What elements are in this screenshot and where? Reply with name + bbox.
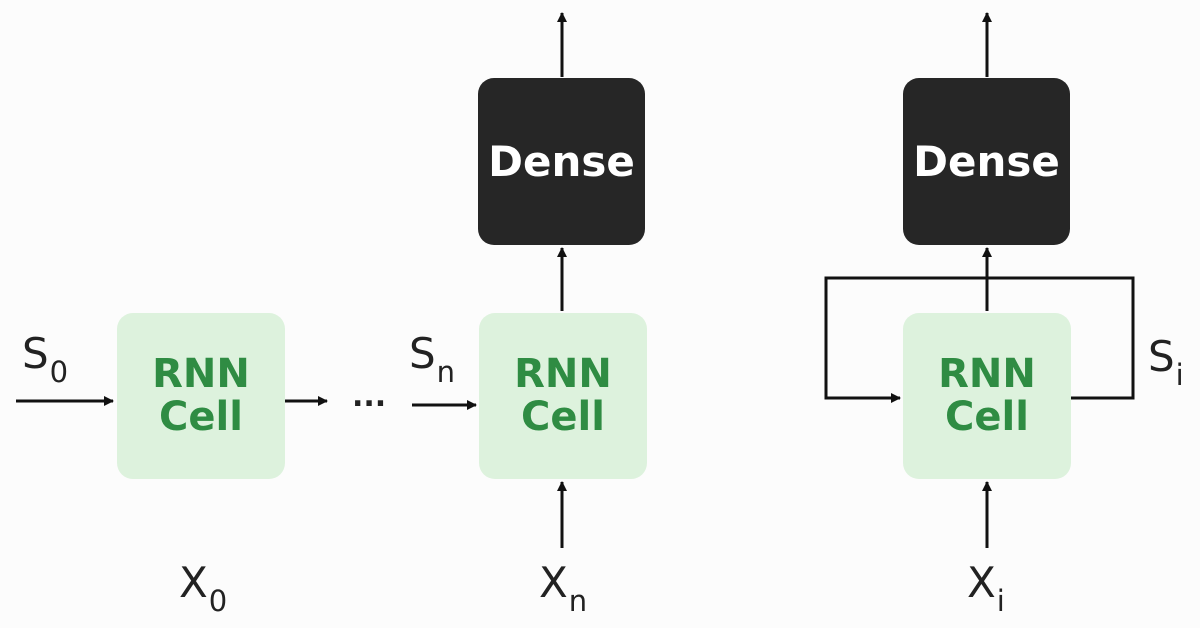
rnn-cell-i: RNN Cell bbox=[903, 313, 1071, 479]
dense-box-n: Dense bbox=[478, 78, 645, 245]
label-xn: Xn bbox=[539, 558, 588, 618]
dense-box-i: Dense bbox=[903, 78, 1070, 245]
recurrent-loop bbox=[824, 276, 1135, 403]
ellipsis: ... bbox=[352, 379, 387, 414]
dense-label: Dense bbox=[913, 137, 1060, 186]
rnn-cell-label: RNN Cell bbox=[152, 351, 250, 440]
rnn-cell-label: RNN Cell bbox=[514, 351, 612, 440]
rnn-cell-label: RNN Cell bbox=[938, 351, 1036, 440]
rnn-cell-n: RNN Cell bbox=[479, 313, 647, 479]
label-x0: X0 bbox=[179, 558, 228, 618]
dense-label: Dense bbox=[488, 137, 635, 186]
label-si: Si bbox=[1148, 332, 1184, 392]
label-s0: S0 bbox=[22, 329, 69, 389]
label-xi: Xi bbox=[967, 558, 1005, 618]
rnn-cell-0: RNN Cell bbox=[117, 313, 285, 479]
label-sn: Sn bbox=[409, 329, 456, 389]
